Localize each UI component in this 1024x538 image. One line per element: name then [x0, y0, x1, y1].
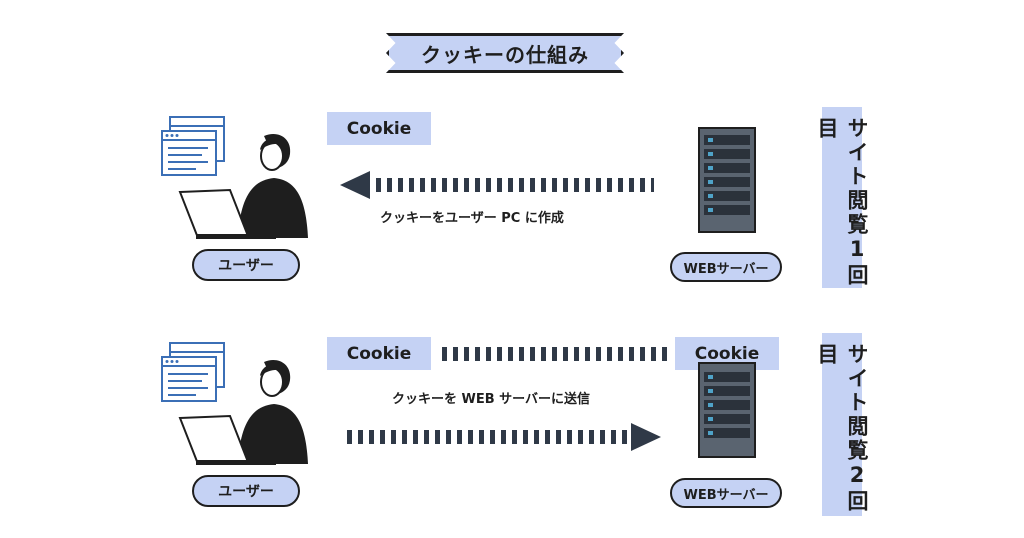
cookie-label: Cookie [675, 337, 779, 370]
browser-windows-icon [161, 342, 225, 402]
diagram-title-banner: クッキーの仕組み [386, 33, 624, 73]
server-label-pill: WEBサーバー [670, 478, 782, 508]
row2-caption: クッキーを WEB サーバーに送信 [392, 392, 591, 407]
user-label-pill: ユーザー [192, 475, 300, 507]
arrow-server-to-user [340, 171, 654, 199]
diagram-title: クッキーの仕組み [421, 42, 589, 67]
visit-2-side-label: サイト閲覧2回目 [815, 333, 869, 516]
server-label-pill: WEBサーバー [670, 252, 782, 282]
server-label: WEBサーバー [683, 261, 769, 277]
user-label: ユーザー [218, 258, 274, 274]
user-with-laptop-icon [178, 134, 308, 240]
cookie-label-text: Cookie [346, 343, 412, 364]
cookie-label: Cookie [327, 112, 431, 145]
arrow-user-to-server [347, 423, 661, 451]
visit-1-side-label: サイト閲覧1回目 [815, 107, 869, 288]
cookie-label-text: Cookie [346, 118, 412, 139]
server-icon [698, 127, 756, 233]
user-with-laptop-icon [178, 360, 308, 466]
row1-caption: クッキーをユーザー PC に作成 [380, 211, 564, 226]
cookie-label: Cookie [327, 337, 431, 370]
user-label-pill: ユーザー [192, 249, 300, 281]
server-icon [698, 362, 756, 458]
cookie-dotted-link [442, 347, 670, 361]
visit-1-text: サイト閲覧1回目 [815, 117, 869, 288]
user-label: ユーザー [218, 484, 274, 500]
browser-windows-icon [161, 116, 225, 176]
server-label: WEBサーバー [683, 487, 769, 503]
cookie-label-text: Cookie [694, 343, 760, 364]
visit-2-text: サイト閲覧2回目 [815, 343, 869, 514]
